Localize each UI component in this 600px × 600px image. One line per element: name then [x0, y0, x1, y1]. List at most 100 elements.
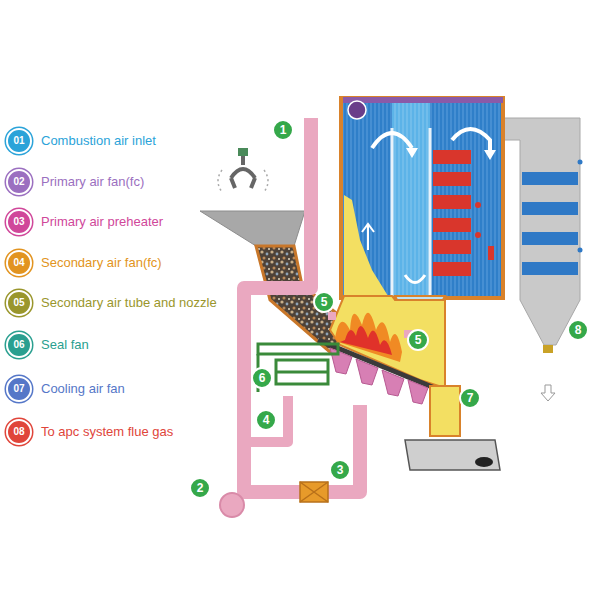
callout-number: 5	[408, 330, 428, 350]
legend-swatch: 01	[6, 128, 32, 154]
boiler-body-part	[475, 232, 481, 238]
boiler-body-part	[433, 195, 471, 209]
callout-circle	[252, 368, 272, 388]
legend-row: 02 Primary air fan(fc)	[6, 170, 144, 194]
legend-row: 05 Secondary air tube and nozzle	[6, 291, 217, 315]
boiler-body-part	[433, 240, 471, 254]
legend-text: Primary air preheater	[41, 214, 163, 230]
air-duct-part	[300, 482, 328, 502]
seal-fan-frame-part	[258, 344, 338, 354]
callout-number: 4	[256, 410, 276, 430]
legend-swatch: 07	[6, 376, 32, 402]
seal-fan-frame-part	[276, 371, 328, 374]
crane-grab-part	[238, 148, 248, 156]
economizer-column-part	[522, 232, 578, 245]
crane-grab-part	[218, 170, 268, 192]
air-duct-part	[220, 493, 244, 517]
legend-number: 03	[13, 217, 24, 227]
combustion-grate-part	[356, 359, 378, 385]
callout-circle	[273, 120, 293, 140]
crane-grab	[218, 148, 268, 192]
legend-text: Secondary air tube and nozzle	[41, 295, 217, 311]
seal-fan-frame-part	[276, 360, 328, 384]
legend-swatch: 05	[6, 290, 32, 316]
economizer-column-part	[541, 385, 555, 401]
air-duct-part	[328, 312, 336, 320]
boiler-body-part	[391, 128, 394, 296]
callout-circle	[330, 460, 350, 480]
air-duct-part	[244, 396, 288, 442]
legend-text: Seal fan	[41, 337, 89, 353]
legend-swatch: 06	[6, 332, 32, 358]
legend-number: 08	[13, 427, 24, 437]
legend-text: Combustion air inlet	[41, 133, 156, 149]
boiler-body-part	[406, 148, 418, 158]
air-duct-part	[244, 118, 360, 492]
combustion-grate-part	[408, 380, 428, 404]
combustion-grate	[318, 296, 500, 470]
air-duct	[220, 118, 412, 517]
callout-circle	[190, 478, 210, 498]
legend-number: 07	[13, 384, 24, 394]
combustion-grate-part	[405, 440, 500, 470]
boiler-body-part	[372, 133, 412, 148]
boiler-body-part	[362, 224, 374, 250]
boiler-body-part	[452, 129, 490, 150]
callout-number: 5	[314, 292, 334, 312]
legend-number: 02	[13, 177, 24, 187]
economizer-column-part	[522, 172, 578, 185]
legend-row: 04 Secondary air fan(fc)	[6, 251, 162, 275]
callout-circle	[408, 330, 428, 350]
callout-circle	[256, 410, 276, 430]
callout-circle	[460, 388, 480, 408]
boiler-body-part	[343, 97, 503, 103]
callout-circle	[314, 292, 334, 312]
boiler-body-part	[405, 275, 425, 283]
legend-swatch: 03	[6, 209, 32, 235]
legend-row: 08 To apc system flue gas	[6, 420, 173, 444]
callout-number: 6	[252, 368, 272, 388]
economizer-column-part	[522, 202, 578, 215]
boiler-body-part	[433, 150, 471, 164]
boiler-body-part	[433, 172, 471, 186]
boiler-body-part	[348, 101, 366, 119]
legend-number: 01	[13, 136, 24, 146]
boiler-body-part	[433, 218, 471, 232]
boiler-body-part	[341, 98, 503, 298]
legend-text: Cooling air fan	[41, 381, 125, 397]
boiler-body-part	[475, 202, 481, 208]
legend-text: Primary air fan(fc)	[41, 174, 144, 190]
economizer-column-part	[578, 248, 583, 253]
economizer-column-part	[543, 345, 553, 353]
callout-number: 3	[330, 460, 350, 480]
legend-number: 05	[13, 298, 24, 308]
callout-number: 7	[460, 388, 480, 408]
callout-circle	[568, 320, 588, 340]
boiler-body-part	[430, 100, 502, 296]
callout-number: 2	[190, 478, 210, 498]
combustion-grate-part	[330, 348, 352, 374]
crane-grab-part	[231, 156, 255, 188]
callout-number: 1	[273, 120, 293, 140]
legend-swatch: 08	[6, 419, 32, 445]
legend-swatch: 02	[6, 169, 32, 195]
legend-text: Secondary air fan(fc)	[41, 255, 162, 271]
callout-number: 8	[568, 320, 588, 340]
combustion-grate-part	[475, 457, 493, 467]
legend-row: 03 Primary air preheater	[6, 210, 163, 234]
boiler-body-part	[429, 128, 432, 296]
feed-hopper-part	[200, 211, 305, 246]
combustion-grate-part	[382, 370, 404, 396]
boiler-body-part	[344, 195, 388, 296]
legend-number: 04	[13, 258, 24, 268]
legend-row: 06 Seal fan	[6, 333, 89, 357]
boiler-body-part	[343, 100, 392, 296]
legend-number: 06	[13, 340, 24, 350]
legend-text: To apc system flue gas	[41, 424, 173, 440]
boiler-body-part	[484, 150, 496, 160]
boiler-body-part	[488, 246, 494, 260]
combustion-grate-part	[430, 386, 460, 436]
callout-circle	[190, 120, 588, 498]
economizer-column-part	[522, 262, 578, 275]
